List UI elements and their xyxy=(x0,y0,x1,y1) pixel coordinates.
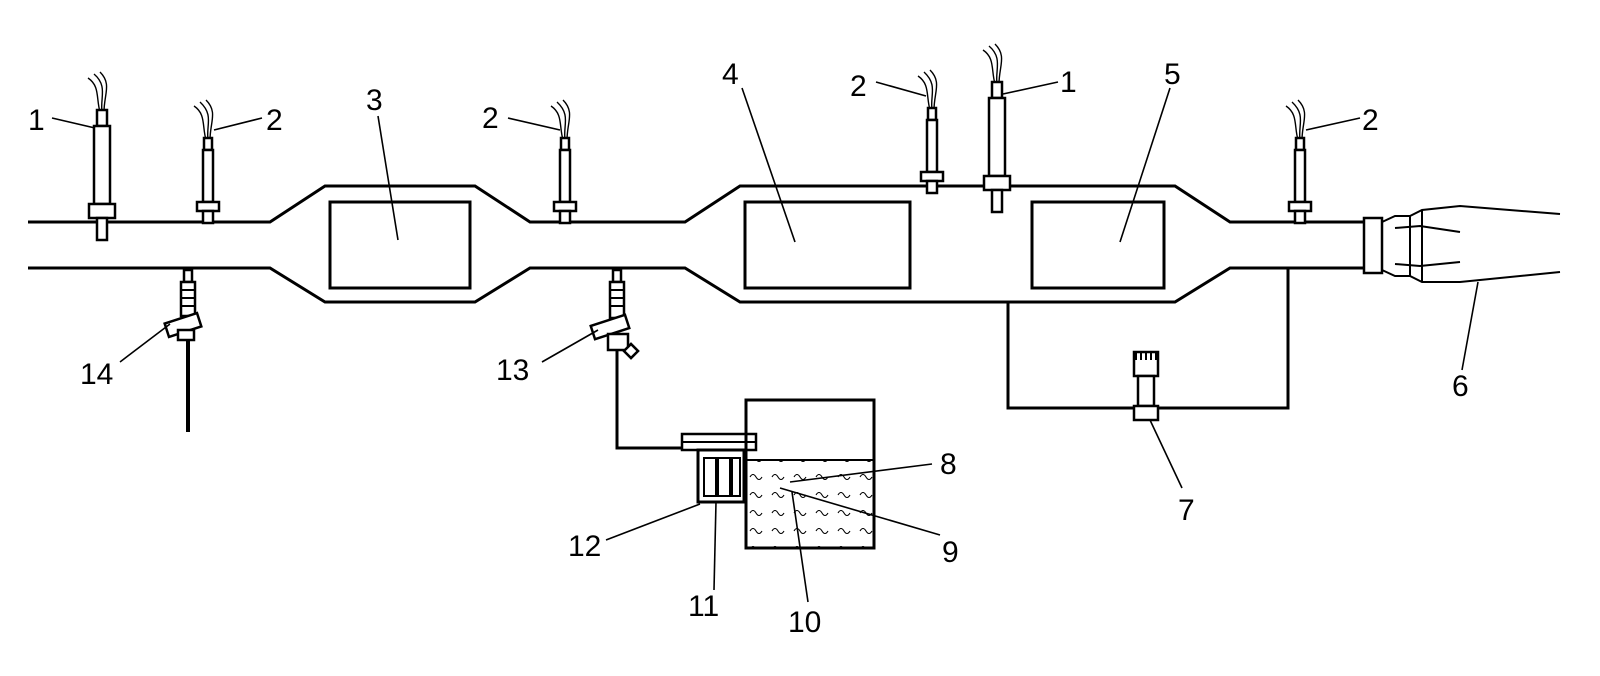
callout-1-left: 1 xyxy=(28,104,45,137)
component-4-brick xyxy=(743,200,912,290)
callout-10: 10 xyxy=(788,606,821,639)
callout-12: 12 xyxy=(568,530,601,563)
exhaust-pipe-top-wall xyxy=(28,184,1365,224)
pump-module xyxy=(680,432,758,504)
callout-13: 13 xyxy=(496,354,529,387)
callout-1-center: 1 xyxy=(1060,66,1077,99)
temperature-sensor-2-left xyxy=(192,98,221,225)
pressure-sensor-7 xyxy=(1132,350,1160,422)
callout-8: 8 xyxy=(940,448,957,481)
injector-14 xyxy=(163,268,203,432)
callout-2-mid: 2 xyxy=(482,102,499,135)
temperature-sensor-2-center xyxy=(916,68,945,195)
temperature-sensor-2-right xyxy=(1284,98,1313,225)
callout-11: 11 xyxy=(688,590,719,623)
oxygen-sensor-1-center xyxy=(981,42,1012,214)
callout-3: 3 xyxy=(366,84,383,117)
callout-2-center: 2 xyxy=(850,70,867,103)
callout-2-left: 2 xyxy=(266,104,283,137)
exhaust-pipe-bottom-wall xyxy=(28,266,1365,304)
callout-14: 14 xyxy=(80,358,113,391)
reductant-supply-line xyxy=(615,350,682,450)
leader-lines xyxy=(51,81,1479,603)
tailpipe-assembly xyxy=(1362,204,1561,283)
callout-4: 4 xyxy=(722,58,739,91)
callout-7: 7 xyxy=(1178,494,1195,527)
callout-5: 5 xyxy=(1164,58,1181,91)
oxygen-sensor-1-left xyxy=(86,70,117,242)
callout-9: 9 xyxy=(942,536,959,569)
component-3-brick xyxy=(328,200,472,290)
callout-2-right: 2 xyxy=(1362,104,1379,137)
component-5-brick xyxy=(1030,200,1166,290)
temperature-sensor-2-mid xyxy=(549,98,578,225)
injector-13 xyxy=(589,268,640,360)
callout-6: 6 xyxy=(1452,370,1469,403)
